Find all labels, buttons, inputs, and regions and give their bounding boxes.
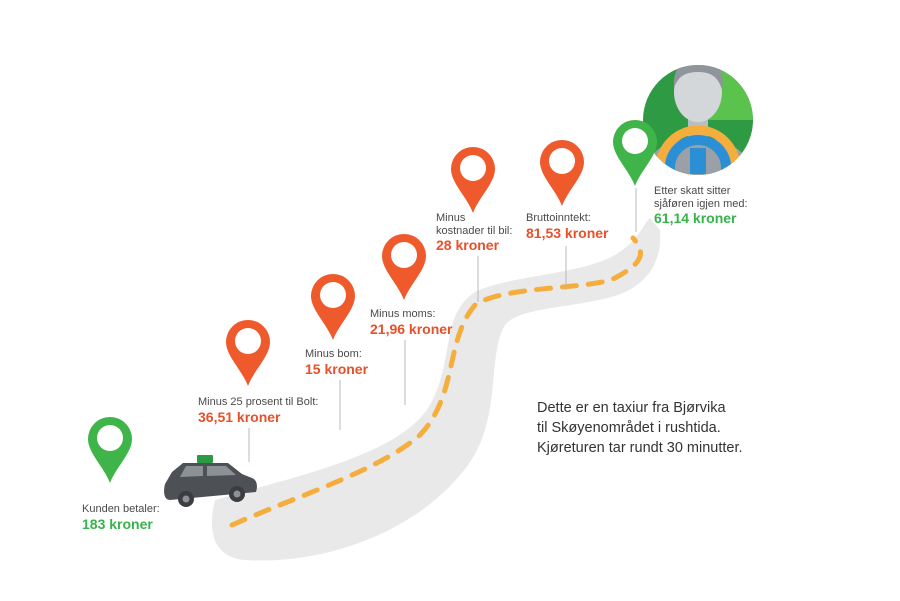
map-pin-icon (226, 320, 270, 386)
stop-bolt-fee: Minus 25 prosent til Bolt: 36,51 kroner (198, 396, 318, 425)
stop-car-costs: Minus kostnader til bil: 28 kroner (436, 212, 512, 253)
caption-line-3: Kjøreturen tar rundt 30 minutter. (537, 440, 743, 456)
caption-line-2: til Skøyenområdet i rushtida. (537, 420, 721, 436)
stop-label: Minus 25 prosent til Bolt: (198, 396, 319, 408)
stop-after-tax: Etter skatt sitter sjåføren igjen med: 6… (654, 185, 748, 226)
stop-value: 183 kroner (82, 515, 153, 532)
stop-customer-pays: Kunden betaler: 183 kroner (82, 503, 160, 532)
stop-label: Kunden betaler: (82, 503, 160, 515)
stop-label: Minus bom: (305, 348, 362, 360)
leader-lines (248, 188, 637, 462)
route-description: Dette er en taxiur fra Bjørvika til Skøy… (537, 398, 797, 458)
stop-value: 28 kroner (436, 237, 500, 254)
map-pin-icon (540, 140, 584, 206)
taxi-car-icon (164, 455, 257, 507)
map-pin-icon (88, 417, 132, 483)
map-pin-icon (613, 120, 657, 186)
stop-label: Minus moms: (370, 308, 436, 320)
map-pin-icon (311, 274, 355, 340)
stop-vat: Minus moms: 21,96 kroner (370, 308, 453, 337)
stop-value: 21,96 kroner (370, 320, 453, 337)
stop-label: Bruttoinntekt: (526, 212, 591, 224)
stop-label-2: kostnader til bil: (436, 224, 513, 237)
caption-line-1: Dette er en taxiur fra Bjørvika (537, 400, 726, 416)
stop-value: 81,53 kroner (526, 224, 609, 241)
stop-value: 61,14 kroner (654, 210, 737, 227)
stop-label: Minus (436, 212, 466, 224)
stop-toll: Minus bom: 15 kroner (305, 348, 368, 377)
map-pin-icon (451, 147, 495, 213)
stop-label: Etter skatt sitter (654, 185, 731, 197)
stop-value: 36,51 kroner (198, 408, 281, 425)
stop-value: 15 kroner (305, 360, 369, 377)
stop-label-2: sjåføren igjen med: (654, 197, 748, 210)
route-dashed-line (229, 235, 643, 528)
road-band (211, 218, 661, 561)
map-pin-icon (382, 234, 426, 300)
stop-gross-income: Bruttoinntekt: 81,53 kroner (526, 212, 609, 241)
driver-avatar-icon (643, 65, 753, 175)
